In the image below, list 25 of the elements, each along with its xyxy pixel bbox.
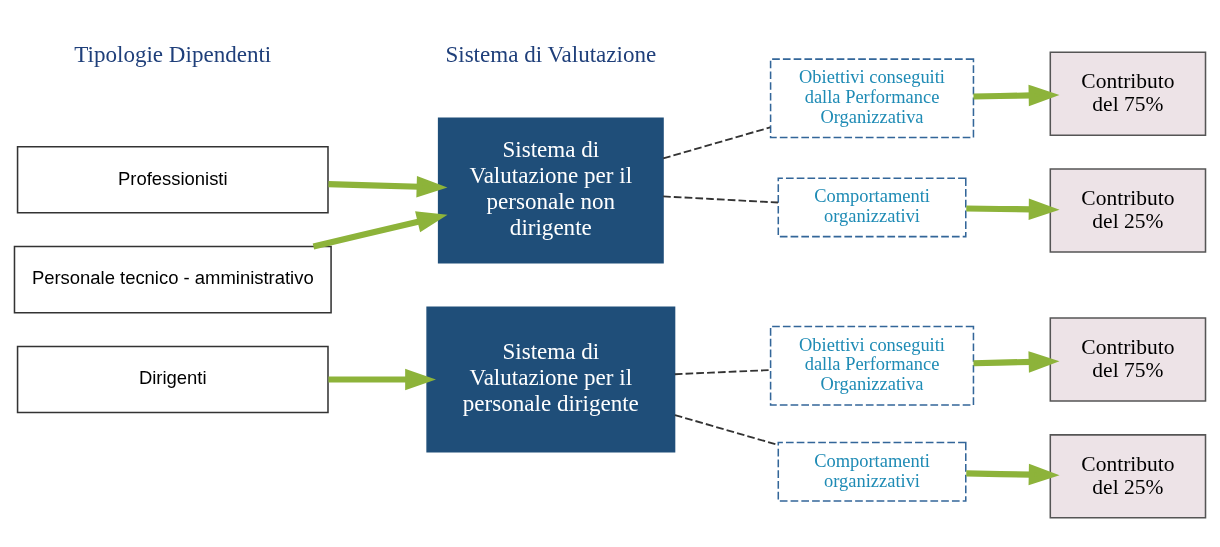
connector xyxy=(662,126,772,160)
arrow xyxy=(966,463,1060,486)
arrow xyxy=(973,84,1060,107)
connector xyxy=(674,369,772,376)
arrow xyxy=(328,368,436,391)
arrow xyxy=(973,351,1060,373)
label: Tipologie Dipendenti xyxy=(74,41,272,68)
node-box: Comportamenti organizzativi xyxy=(777,177,967,238)
label: Sistema di Valutazione xyxy=(445,41,657,68)
node-box: Sistema di Valutazione per il personale non dirigente xyxy=(437,117,664,264)
node-box: Dirigenti xyxy=(16,345,329,414)
node-box: Contributo del 25% xyxy=(1049,434,1207,519)
arrow xyxy=(966,198,1060,221)
node-box: Contributo del 75% xyxy=(1049,317,1207,402)
arrow xyxy=(312,211,448,250)
node-box: Obiettivi conseguiti dalla Performance Organizzativa xyxy=(769,325,975,406)
node-box: Obiettivi conseguiti dalla Performance Organizzativa xyxy=(769,58,975,139)
node-box: Contributo del 25% xyxy=(1049,168,1207,253)
arrow xyxy=(328,175,448,198)
node-box: Personale tecnico - amministrativo xyxy=(13,245,332,314)
node-box: Professionisti xyxy=(16,145,329,214)
connector xyxy=(662,195,779,204)
node-box: Contributo del 75% xyxy=(1049,51,1207,136)
node-box: Sistema di Valutazione per il personale dirigente xyxy=(426,306,676,453)
node-box: Comportamenti organizzativi xyxy=(777,441,967,502)
